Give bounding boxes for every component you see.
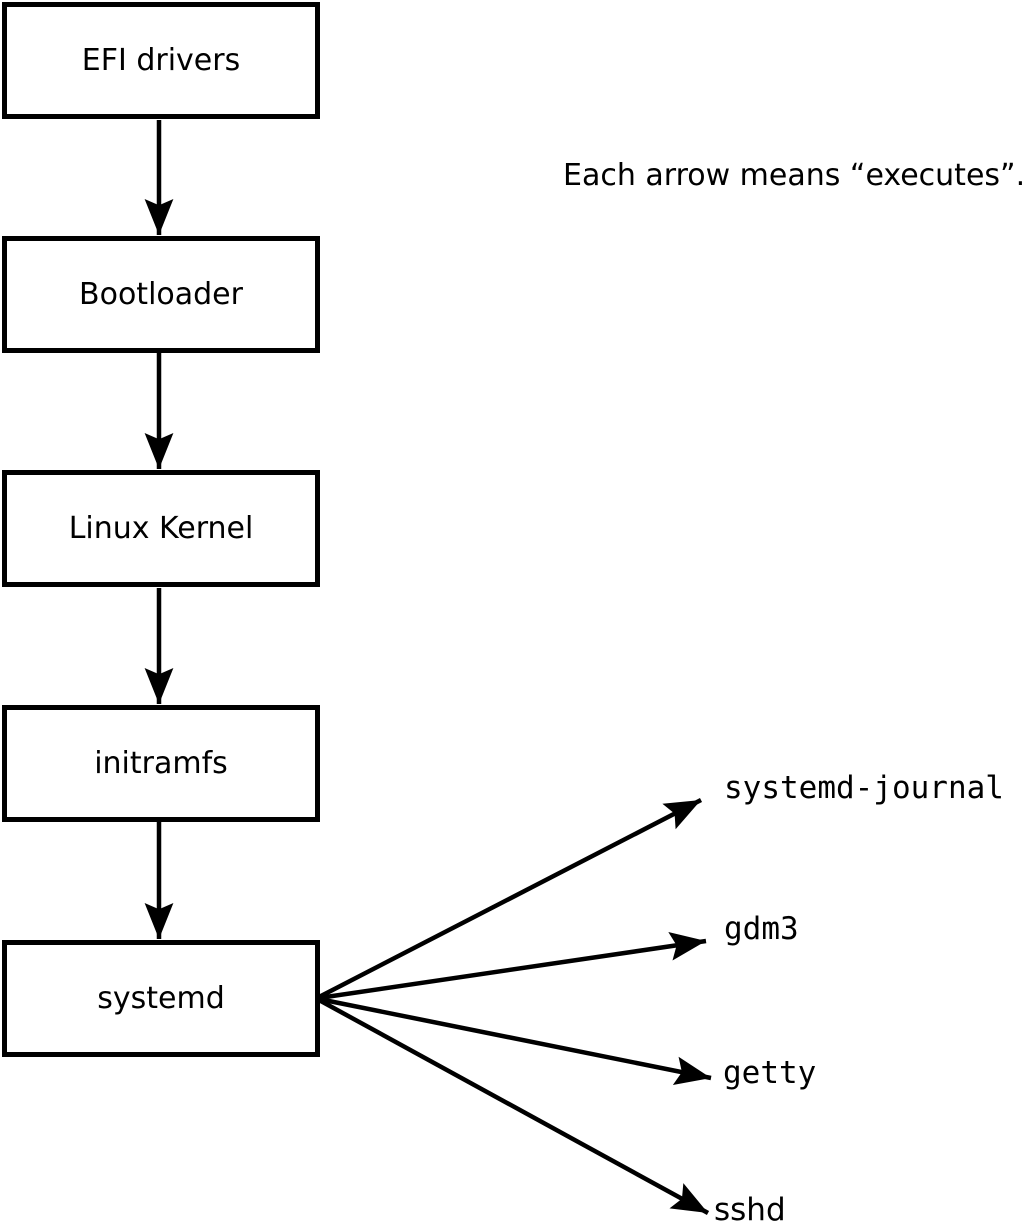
arrow-systemd-to-sshd [317, 998, 710, 1215]
process-label-getty: getty [723, 1055, 817, 1091]
arrow-systemd-to-getty [318, 996, 712, 1086]
box-systemd: systemd [2, 940, 320, 1057]
box-bootloader: Bootloader [2, 236, 320, 353]
diagram-caption: Each arrow means “executes”. [563, 158, 1023, 193]
box-efi-drivers: EFI drivers [2, 2, 320, 119]
process-label-sshd: sshd [714, 1192, 786, 1228]
process-label-systemd-journal: systemd-journal [724, 770, 1004, 806]
box-linux-kernel: Linux Kernel [2, 470, 320, 587]
arrow-systemd-to-journal [317, 798, 703, 999]
arrow-systemd-to-gdm3 [318, 931, 707, 1001]
box-initramfs: initramfs [2, 705, 320, 822]
bootloader-label: Bootloader [79, 276, 243, 312]
linux-kernel-label: Linux Kernel [68, 510, 254, 546]
efi-drivers-label: EFI drivers [81, 42, 241, 78]
systemd-label: systemd [97, 980, 225, 1016]
initramfs-label: initramfs [94, 745, 228, 781]
process-label-gdm3: gdm3 [724, 911, 799, 947]
